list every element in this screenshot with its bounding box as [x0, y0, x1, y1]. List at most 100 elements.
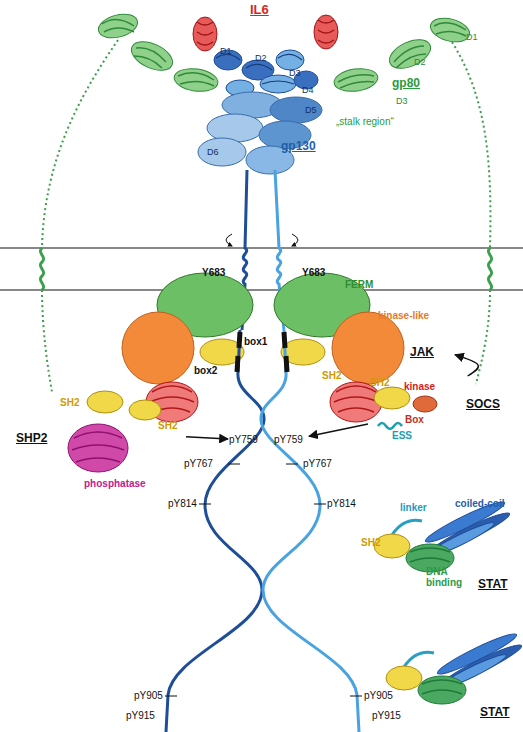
gp130-chain — [166, 330, 264, 732]
domain-label: D3 — [396, 97, 408, 107]
beta-strand — [334, 386, 378, 412]
phospho-site: pY767 — [303, 458, 332, 469]
sh2-domain — [129, 400, 161, 420]
receptor-node: gp80 D1D2D3 — [372, 30, 492, 115]
gp130-domain — [276, 50, 304, 70]
gp130-domain — [207, 114, 263, 142]
protein-name: JAK — [410, 346, 434, 359]
domain-label: FERM — [345, 279, 373, 290]
domain-label: kinase — [404, 381, 435, 392]
beta-strand — [102, 19, 134, 32]
phospho-site: pY905 — [364, 690, 393, 701]
ligand-node: IL6 — [246, 1, 280, 19]
beta-strand — [216, 54, 302, 84]
gp80-domain — [96, 10, 140, 42]
beta-strand — [422, 680, 462, 694]
sh2-domain — [386, 666, 422, 690]
alpha-helix — [197, 22, 213, 45]
intracellular-tail — [476, 290, 490, 384]
box-motif — [237, 356, 238, 372]
phospho-site: pY915 — [372, 710, 401, 721]
domain-label: D1 — [466, 33, 478, 43]
domain-label: Box — [405, 414, 424, 425]
stalk-region — [42, 40, 118, 248]
il6-molecule — [193, 17, 217, 51]
kinase-like-domain — [332, 312, 404, 384]
domain-label: SH2 — [158, 420, 177, 431]
phospho-site: pY814 — [327, 498, 356, 509]
arrow-connector — [455, 355, 478, 376]
beta-strand — [178, 73, 214, 86]
rotation-arrow — [226, 234, 232, 246]
domain-label: SH2 — [60, 397, 79, 408]
protein-name: IL6 — [250, 3, 269, 17]
receptor-node: gp130D1D2D3D4D5D6 — [208, 44, 328, 166]
motif-label: box1 — [244, 336, 267, 347]
domain-label: D6 — [207, 148, 219, 158]
protein-name: SOCS — [466, 398, 500, 411]
gp80-domain — [385, 34, 435, 74]
gp80-domain — [333, 66, 380, 94]
phosphatase-node: SHP2SH2SH2phosphatase — [14, 384, 186, 480]
gp80-domain — [127, 36, 177, 76]
protein-name: STAT — [480, 706, 510, 719]
membrane-line — [0, 248, 523, 249]
gp80-domain — [428, 14, 472, 46]
phospho-site: pY767 — [184, 458, 213, 469]
gp80-domain — [173, 66, 220, 94]
intracellular-tail — [42, 290, 52, 392]
il6-molecule — [314, 15, 338, 49]
connector-group — [186, 355, 478, 439]
stalk-region — [452, 42, 490, 248]
socs-box — [413, 396, 437, 412]
box-motif — [239, 332, 240, 348]
linker-domain — [392, 520, 422, 535]
domain-label: D4 — [302, 86, 314, 96]
beta-strand — [434, 23, 466, 36]
stat-protein — [374, 497, 512, 572]
domain-label: ESS — [392, 430, 412, 441]
beta-strand — [72, 432, 124, 462]
kinase-like-domain — [122, 312, 194, 384]
domain-label: SH2 — [370, 377, 389, 388]
gp130-domain — [270, 97, 322, 123]
phospho-site: pY759 — [228, 433, 264, 447]
phosphatase-domain — [68, 424, 128, 472]
kinase-domain — [330, 382, 382, 422]
stat-protein — [386, 629, 523, 704]
beta-strand — [134, 48, 166, 68]
rotation-arrow — [292, 234, 298, 246]
gp130-domain — [198, 138, 246, 166]
site-tick — [314, 504, 326, 505]
transmembrane-helix — [488, 248, 491, 290]
linker-domain — [404, 652, 434, 667]
beta-strand — [338, 75, 374, 88]
domain-label: coiled-coil — [455, 498, 504, 509]
motif-label: box2 — [194, 365, 217, 376]
domain-label: phosphatase — [84, 478, 146, 489]
domain-label: D2 — [255, 54, 267, 64]
domain-label: DNA binding — [426, 566, 466, 588]
protein-name: pY759 — [229, 434, 258, 445]
site-tick — [286, 464, 298, 465]
domain-label: D5 — [305, 106, 317, 116]
protein-name: SHP2 — [16, 432, 47, 445]
domain-label: SH2 — [361, 537, 380, 548]
membrane-line — [0, 290, 523, 291]
region-label: „stalk region“ — [336, 116, 394, 127]
domain-label: kinase-like — [378, 310, 429, 321]
phospho-site: pY915 — [126, 710, 155, 721]
site-tick — [228, 464, 240, 465]
arrow-connector — [309, 424, 368, 436]
protein-name: gp80 — [392, 77, 420, 90]
protein-name: gp130 — [281, 140, 316, 153]
kinase-node: JAKFERMkinase-likeSH2kinase — [318, 278, 455, 370]
domain-label: D1 — [220, 47, 232, 57]
beta-strand — [394, 46, 426, 68]
domain-label: D2 — [414, 58, 426, 68]
